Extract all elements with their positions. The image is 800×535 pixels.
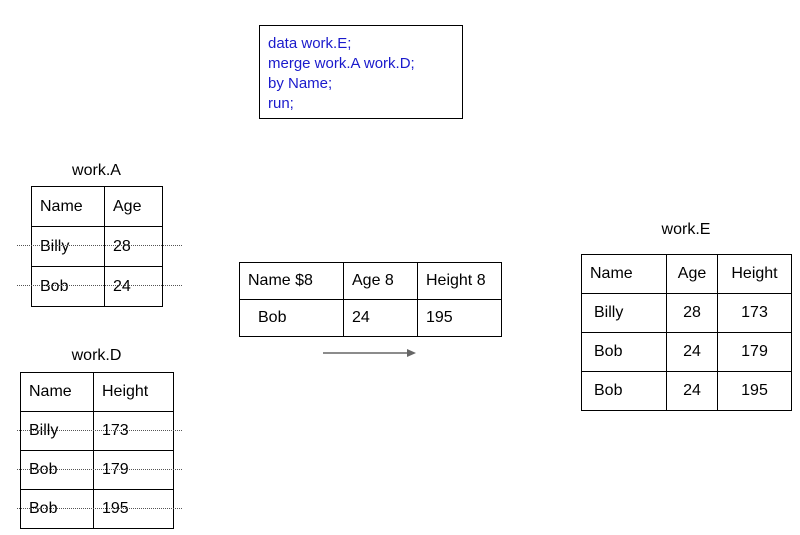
row-pointer-line	[17, 245, 182, 246]
table-e-title: work.E	[661, 221, 711, 238]
table-e-cell: Bob	[581, 371, 667, 411]
table-a-title: work.A	[72, 162, 121, 179]
table-d-header-name: Name	[20, 372, 94, 412]
table-row: Billy 173	[20, 411, 174, 451]
code-line-1: data work.E;	[268, 35, 352, 52]
table-row: Billy 28 173	[581, 293, 792, 333]
pdv-header-age: Age 8	[343, 262, 418, 300]
pdv-row: Bob 24 195	[239, 299, 502, 337]
table-d-title: work.D	[71, 347, 122, 364]
table-a-cell: Bob	[31, 266, 105, 307]
table-a-header-name: Name	[31, 186, 105, 227]
table-e-cell: 179	[717, 332, 792, 372]
sas-code-box: data work.E; merge work.A work.D; by Nam…	[259, 25, 463, 119]
table-e-cell: Billy	[581, 293, 667, 333]
code-line-3: by Name;	[268, 75, 333, 92]
table-a-cell: 28	[104, 226, 163, 267]
pdv-cell: Bob	[239, 299, 344, 337]
table-e-header-row: Name Age Height	[581, 254, 792, 294]
table-a-header-row: Name Age	[31, 186, 163, 227]
row-pointer-line	[17, 430, 182, 431]
table-e-cell: 24	[666, 332, 718, 372]
table-d-cell: 179	[93, 450, 174, 490]
table-d-cell: Bob	[20, 450, 94, 490]
row-pointer-line	[17, 469, 182, 470]
pdv-header-row: Name $8 Age 8 Height 8	[239, 262, 502, 300]
table-e-cell: 173	[717, 293, 792, 333]
pdv-header-height: Height 8	[417, 262, 502, 300]
row-pointer-line	[17, 508, 182, 509]
table-a: Name Age Billy 28 Bob 24	[31, 186, 163, 307]
table-row: Bob 179	[20, 450, 174, 490]
code-line-2: merge work.A work.D;	[268, 55, 415, 72]
table-a-cell: 24	[104, 266, 163, 307]
table-d-cell: Bob	[20, 489, 94, 529]
pdv-cell: 24	[343, 299, 418, 337]
table-d-cell: 195	[93, 489, 174, 529]
table-e-cell: 195	[717, 371, 792, 411]
pdv-header-name: Name $8	[239, 262, 344, 300]
table-row: Bob 24	[31, 266, 163, 307]
table-d-cell: Billy	[20, 411, 94, 451]
table-row: Bob 195	[20, 489, 174, 529]
table-e-cell: Bob	[581, 332, 667, 372]
table-e-cell: 24	[666, 371, 718, 411]
table-e-header-name: Name	[581, 254, 667, 294]
table-d-cell: 173	[93, 411, 174, 451]
row-pointer-line	[17, 285, 182, 286]
pdv-cell: 195	[417, 299, 502, 337]
output-arrow-icon	[323, 349, 416, 357]
pdv-table: Name $8 Age 8 Height 8 Bob 24 195	[239, 262, 502, 337]
table-row: Bob 24 195	[581, 371, 792, 411]
table-row: Billy 28	[31, 226, 163, 267]
table-a-cell: Billy	[31, 226, 105, 267]
table-a-header-age: Age	[104, 186, 163, 227]
table-row: Bob 24 179	[581, 332, 792, 372]
table-d-header-height: Height	[93, 372, 174, 412]
table-e-cell: 28	[666, 293, 718, 333]
table-e-header-age: Age	[666, 254, 718, 294]
code-line-4: run;	[268, 95, 294, 112]
table-e-header-height: Height	[717, 254, 792, 294]
table-d: Name Height Billy 173 Bob 179 Bob 195	[20, 372, 174, 529]
table-e: Name Age Height Billy 28 173 Bob 24 179 …	[581, 254, 792, 411]
table-d-header-row: Name Height	[20, 372, 174, 412]
